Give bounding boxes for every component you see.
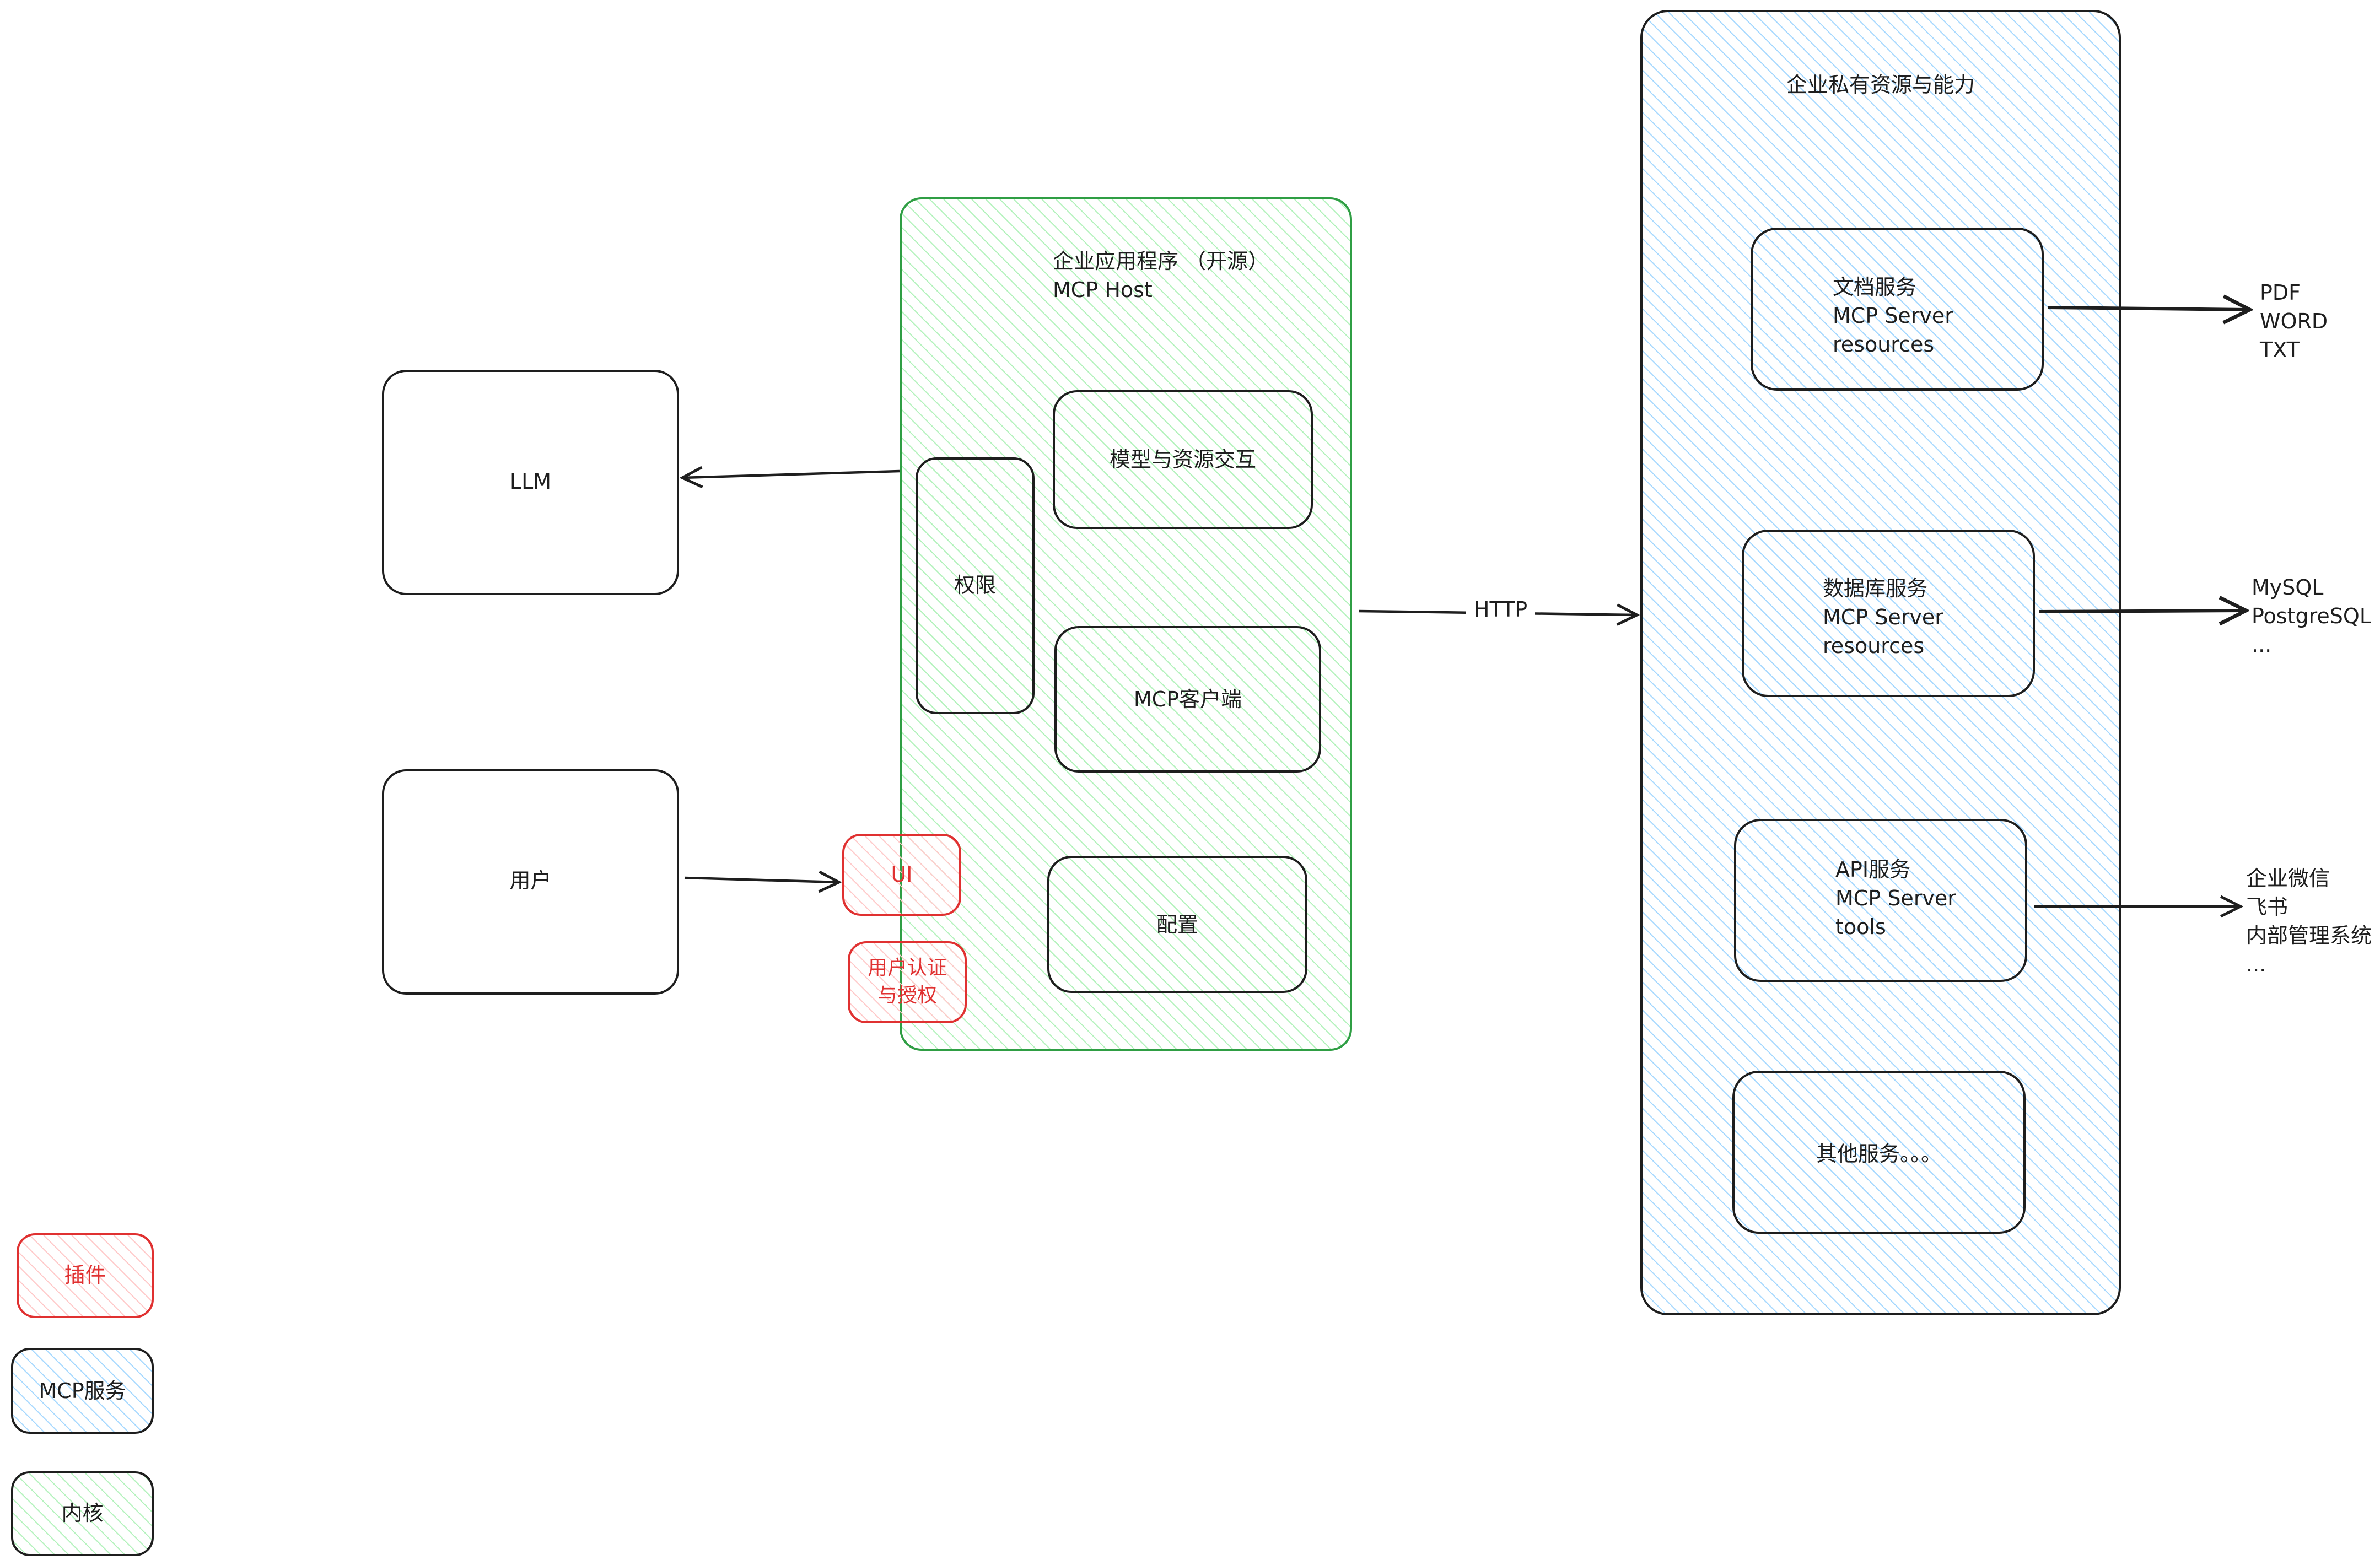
user-label: 用户 (509, 868, 552, 893)
api-service-label: API服务 MCP Server tools (1835, 857, 1956, 939)
llm-box (382, 370, 679, 595)
doc-service-label: 文档服务 MCP Server resources (1833, 275, 1953, 357)
host-to-llm-arrow (682, 471, 900, 478)
legend-mcp-label: MCP服务 (39, 1379, 126, 1403)
other-service-box (1732, 1071, 2026, 1234)
doc-targets-arrow (2047, 307, 2250, 310)
doc-service-box (1751, 228, 2044, 391)
db-service-label: 数据库服务 MCP Server resources (1823, 576, 1943, 658)
legend-plugin-label: 插件 (64, 1263, 106, 1287)
permission-label: 权限 (954, 573, 996, 597)
other-service-label: 其他服务。。。 (1816, 1142, 1942, 1166)
model-resource-label: 模型与资源交互 (1109, 447, 1256, 472)
model-resource-box (1053, 390, 1313, 529)
ui-plugin-box (842, 834, 961, 916)
auth-plugin-box (848, 941, 967, 1023)
db-service-box (1742, 530, 2035, 697)
private-resources-title: 企业私有资源与能力 (1786, 73, 1975, 97)
llm-label: LLM (509, 469, 552, 494)
legend-plugin-swatch (17, 1233, 154, 1318)
legend-core-label: 内核 (61, 1501, 104, 1525)
ui-plugin-label: UI (891, 862, 913, 887)
mcp-client-box (1054, 626, 1321, 773)
doc-targets-label: PDF WORD TXT (2260, 280, 2328, 362)
user-to-ui-arrow (684, 878, 839, 882)
config-label: 配置 (1156, 913, 1198, 937)
api-service-box (1734, 819, 2027, 982)
legend-mcp-swatch (11, 1348, 154, 1434)
db-targets-arrow (2039, 611, 2246, 612)
permission-box (916, 457, 1035, 714)
api-targets-label: 企业微信 飞书 内部管理系统 ... (2246, 866, 2372, 976)
user-box (382, 769, 679, 995)
config-box (1047, 856, 1307, 993)
host-title: 企业应用程序 （开源） MCP Host (1053, 249, 1269, 302)
db-targets-label: MySQL PostgreSQL ... (2252, 575, 2371, 657)
legend-core-swatch (11, 1471, 154, 1556)
mcp-client-label: MCP客户端 (1133, 687, 1242, 711)
auth-plugin-label: 用户认证 与授权 (867, 957, 947, 1007)
http-label: HTTP (1473, 597, 1528, 622)
